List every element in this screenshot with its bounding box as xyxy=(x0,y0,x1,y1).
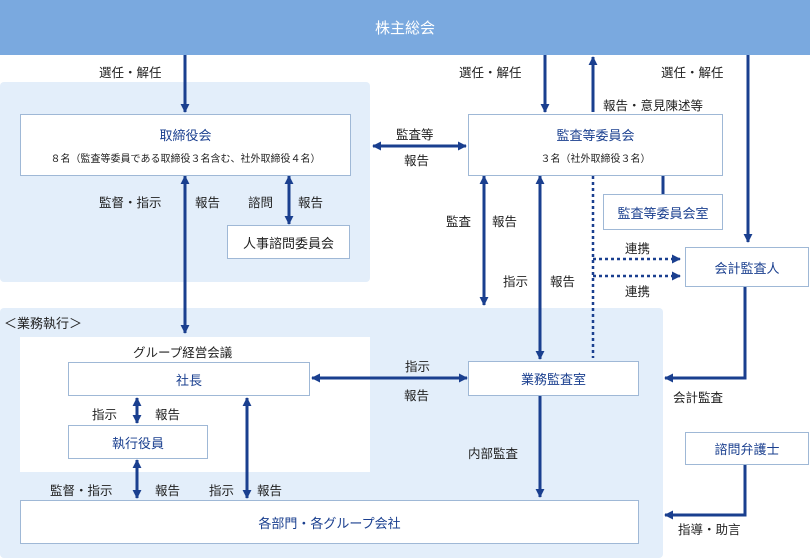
board-composition: ８名（監査等委員である取締役３名含む、社外取締役４名） xyxy=(50,154,321,165)
legal-advisor-box: 諮問弁護士 xyxy=(685,432,809,465)
label-report-board-ac: 報告 xyxy=(404,153,430,168)
label-coop-2: 連携 xyxy=(625,284,651,299)
audit-committee-title: 監査等委員会 xyxy=(556,129,635,144)
shareholders-meeting-label: 株主総会 xyxy=(374,19,435,37)
president-label: 社長 xyxy=(175,373,202,389)
label-report-5: 報告 xyxy=(404,388,430,403)
audit-committee-box: 監査等委員会 ３名（社外取締役３名） xyxy=(468,114,723,176)
label-coop-1: 連携 xyxy=(625,241,651,256)
departments-box: 各部門・各グループ会社 xyxy=(20,500,639,544)
label-elect-1: 選任・解任 xyxy=(99,65,162,80)
nomination-committee-box: 人事諮問委員会 xyxy=(227,225,350,259)
executive-officers-box: 執行役員 xyxy=(68,425,208,459)
label-report-7: 報告 xyxy=(155,483,181,498)
president-box: 社長 xyxy=(68,362,310,396)
internal-audit-label: 業務監査室 xyxy=(520,373,586,388)
board-of-directors-box: 取締役会 ８名（監査等委員である取締役３名含む、社外取締役４名） xyxy=(20,114,351,176)
label-group-meeting: グループ経営会議 xyxy=(133,345,233,360)
nomination-committee-label: 人事諮問委員会 xyxy=(242,236,334,252)
label-supervise-1: 監督・指示 xyxy=(99,195,162,210)
label-report-8: 報告 xyxy=(257,483,283,498)
label-report-4: 報告 xyxy=(550,274,576,289)
label-instruct-3: 指示 xyxy=(92,407,118,422)
label-business-execution: ＜業務執行＞ xyxy=(4,317,83,332)
label-report-3: 報告 xyxy=(492,214,518,229)
label-audit: 監査 xyxy=(446,214,472,229)
label-instruct-1: 指示 xyxy=(503,274,529,289)
label-instruct-4: 指示 xyxy=(209,483,235,498)
arrow-advisor-guidance xyxy=(664,465,747,520)
label-elect-2: 選任・解任 xyxy=(459,65,522,80)
label-consult: 諮問 xyxy=(248,195,274,210)
departments-label: 各部門・各グループ会社 xyxy=(258,516,401,532)
executive-officers-label: 執行役員 xyxy=(111,436,164,452)
audit-committee-office-box: 監査等委員会室 xyxy=(603,194,723,230)
label-guidance: 指導・助言 xyxy=(678,522,741,537)
label-audit-etc: 監査等 xyxy=(396,127,434,142)
label-instruct-2: 指示 xyxy=(405,359,431,374)
label-report-1: 報告 xyxy=(195,195,221,210)
shareholders-meeting: 株主総会 xyxy=(0,0,810,55)
label-supervise-2: 監督・指示 xyxy=(50,483,113,498)
label-internal-auditing: 内部監査 xyxy=(468,446,519,461)
label-report-opinion: 報告・意見陳述等 xyxy=(603,98,704,113)
label-report-2: 報告 xyxy=(298,195,324,210)
audit-committee-composition: ３名（社外取締役３名） xyxy=(540,154,651,165)
label-elect-3: 選任・解任 xyxy=(661,65,724,80)
audit-committee-office-label: 監査等委員会室 xyxy=(617,206,709,222)
board-title: 取締役会 xyxy=(159,129,212,144)
internal-audit-box: 業務監査室 xyxy=(468,361,639,396)
accounting-auditor-label: 会計監査人 xyxy=(714,261,780,277)
label-accounting-audit: 会計監査 xyxy=(673,390,724,405)
legal-advisor-label: 諮問弁護士 xyxy=(714,443,780,458)
accounting-auditor-box: 会計監査人 xyxy=(685,247,809,287)
arrow-accounting-audit xyxy=(664,287,747,383)
label-report-6: 報告 xyxy=(155,407,181,422)
